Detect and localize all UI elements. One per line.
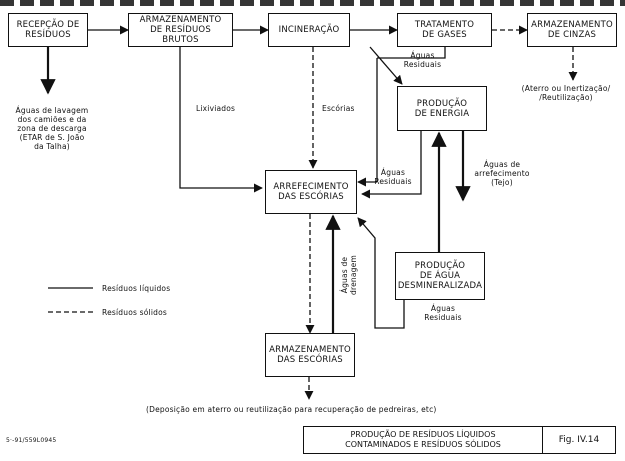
legend-liquidos: Resíduos líquidos [102, 284, 171, 293]
label-line: (Aterro ou Inertização/ [521, 84, 611, 93]
box-tratamento-gases: TRATAMENTO DE GASES [397, 13, 492, 47]
label-line: Águas de [483, 160, 521, 169]
box-text: TRATAMENTO [414, 20, 475, 30]
box-text: ARREFECIMENTO [273, 182, 349, 192]
label-line: (ETAR de S. João [19, 133, 85, 142]
label-line: Águas de [340, 256, 349, 294]
drawing-code: 5·-91/559L0945 [6, 437, 57, 444]
label-aguas-residuais-agua: Águas Residuais [418, 304, 468, 322]
label-line: Águas de lavagem [15, 106, 89, 115]
figure-title-line: CONTAMINADOS E RESÍDUOS SÓLIDOS [345, 440, 501, 449]
box-armazenamento-cinzas: ARMAZENAMENTO DE CINZAS [527, 13, 617, 47]
label-line: dos camiões e da [17, 115, 87, 124]
box-text: INCINERAÇÃO [278, 25, 340, 35]
box-text: DE RESÍDUOS [150, 25, 211, 35]
box-text: DESMINERALIZADA [397, 281, 483, 291]
box-producao-energia: PRODUÇÃO DE ENERGIA [397, 86, 487, 131]
label-lixiviados: Lixiviados [196, 104, 236, 113]
label-aguas-residuais-energia: Águas Residuais [373, 168, 413, 186]
figure-caption-box: PRODUÇÃO DE RESÍDUOS LÍQUIDOS CONTAMINAD… [303, 426, 616, 454]
label-line: zona de descarga [17, 124, 87, 133]
box-text: DE ÁGUA [419, 271, 461, 281]
label-line: da Talha) [34, 142, 70, 151]
box-text: ARMAZENAMENTO [531, 20, 613, 30]
box-rececao-residuos: RECEPÇÃO DE RESÍDUOS [8, 13, 88, 47]
box-armazenamento-escorias: ARMAZENAMENTO DAS ESCÓRIAS [265, 333, 355, 377]
label-line: Residuais [424, 313, 462, 322]
box-text: BRUTOS [162, 35, 199, 45]
line-tratamento-residuais [377, 47, 446, 59]
figure-title: PRODUÇÃO DE RESÍDUOS LÍQUIDOS CONTAMINAD… [304, 427, 543, 453]
box-text: RECEPÇÃO DE [16, 20, 80, 30]
top-border-strip [0, 0, 625, 6]
box-arrefecimento-escorias: ARREFECIMENTO DAS ESCÓRIAS [265, 170, 357, 214]
label-line: Águas [430, 304, 456, 313]
label-deposicao: (Deposição em aterro ou reutilização par… [146, 405, 437, 414]
box-text: ARMAZENAMENTO [269, 345, 351, 355]
box-text: DE GASES [422, 30, 467, 40]
label-line: Residuais [403, 60, 442, 69]
box-text: DAS ESCÓRIAS [278, 192, 344, 202]
box-producao-agua: PRODUÇÃO DE ÁGUA DESMINERALIZADA [395, 252, 485, 300]
arrow-agua-residuais [357, 217, 405, 329]
label-escorias: Escórias [322, 104, 355, 113]
figure-number: Fig. IV.14 [558, 435, 600, 445]
arrow-lixiviados [179, 47, 263, 193]
box-text: PRODUÇÃO [414, 261, 466, 271]
label-line: (Tejo) [491, 178, 513, 187]
label-line: Águas [410, 51, 435, 60]
box-text: RESÍDUOS [25, 30, 71, 40]
box-incineracao: INCINERAÇÃO [268, 13, 350, 47]
arrow-incineracao-energia [369, 46, 403, 85]
label-line: arrefecimento [474, 169, 530, 178]
label-line: Residuais [374, 177, 412, 186]
legend-solidos: Resíduos sólidos [102, 308, 167, 317]
box-text: DE CINZAS [547, 30, 597, 40]
box-text: ARMAZENAMENTO [139, 15, 222, 25]
label-line: drenagem [349, 255, 358, 295]
figure-title-line: PRODUÇÃO DE RESÍDUOS LÍQUIDOS [350, 430, 496, 439]
label-line: /Reutilização) [539, 93, 593, 102]
arrow-energia-residuais [361, 131, 422, 199]
label-line: Águas [380, 168, 406, 177]
label-aguas-drenagem: Águas de drenagem [340, 245, 358, 305]
box-text: PRODUÇÃO [416, 98, 468, 109]
label-aguas-arrefecimento: Águas de arrefecimento (Tejo) [472, 160, 532, 187]
box-text: DAS ESCÓRIAS [277, 355, 343, 365]
label-aguas-lavagem: Águas de lavagem dos camiões e da zona d… [6, 106, 98, 151]
label-aterro-cinzas: (Aterro ou Inertização/ /Reutilização) [510, 84, 622, 102]
box-text: DE ENERGIA [414, 108, 470, 119]
label-aguas-residuais-gases: Águas Residuais [400, 51, 445, 69]
box-armazenamento-brutos: ARMAZENAMENTO DE RESÍDUOS BRUTOS [128, 13, 233, 47]
